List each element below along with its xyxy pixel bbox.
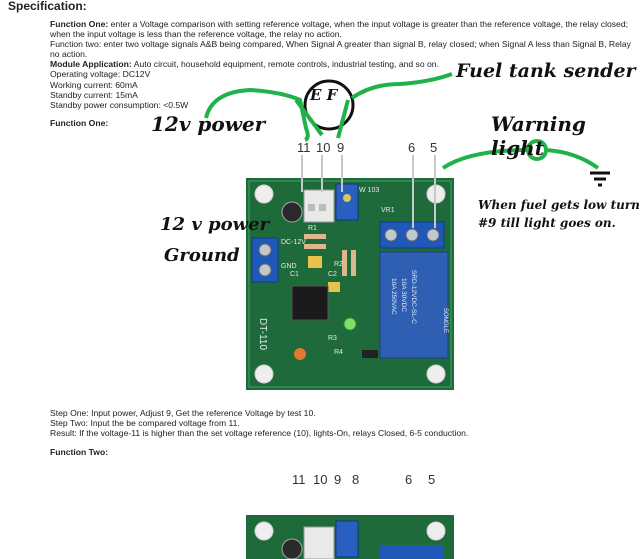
pin-6-label: 6 bbox=[408, 140, 416, 155]
warning-light-label: Warning light bbox=[491, 112, 586, 160]
trimmer-screw-icon bbox=[343, 194, 351, 202]
relay-text-2: 10A 30VDC bbox=[400, 278, 407, 312]
step-result: Result: If the voltage-11 is higher than… bbox=[50, 428, 469, 439]
connector-pin bbox=[308, 204, 315, 211]
spec-line: Function One: enter a Voltage comparison… bbox=[50, 19, 629, 29]
capacitor-icon bbox=[281, 201, 303, 223]
pin-11-label: 11 bbox=[297, 140, 311, 155]
mount-hole-icon bbox=[254, 521, 274, 541]
capacitor-icon bbox=[294, 348, 306, 360]
silk-r3: R3 bbox=[328, 335, 337, 342]
function-two-heading: Function Two: bbox=[50, 447, 109, 457]
spec-line: Function two: enter two voltage signals … bbox=[50, 39, 631, 50]
terminal-screw-icon bbox=[384, 228, 398, 242]
resistor-icon bbox=[342, 250, 347, 276]
spec-paragraph: Function One: enter a Voltage comparison… bbox=[50, 19, 635, 110]
sender-wire-9 bbox=[336, 99, 350, 139]
spec-line: Standby power consumption: <0.5W bbox=[50, 99, 189, 110]
board-model: DT-110 bbox=[257, 318, 268, 350]
pin-10-label: 10 bbox=[316, 140, 331, 155]
trimmer-pot bbox=[335, 520, 359, 558]
silk-r4: R4 bbox=[334, 349, 343, 356]
terminal-screw-icon bbox=[258, 263, 272, 277]
silk-c1: C1 bbox=[290, 271, 299, 278]
terminal-screw-icon bbox=[258, 243, 272, 257]
resistor-icon bbox=[304, 234, 326, 239]
ground-label: Ground bbox=[164, 245, 240, 266]
relay bbox=[379, 251, 449, 359]
led-icon bbox=[343, 317, 357, 331]
fuel-tank-sender-label: Fuel tank sender bbox=[456, 60, 636, 82]
relay-text-3: SRD-12VDC-SL-C bbox=[410, 270, 417, 324]
spec-line: Standby current: 15mA bbox=[50, 89, 138, 100]
light-wire bbox=[441, 148, 529, 170]
spec-line: Working current: 60mA bbox=[50, 79, 138, 90]
capacitor-icon bbox=[328, 282, 340, 292]
relay-board-2 bbox=[246, 515, 454, 559]
pin-10-label-b: 10 bbox=[313, 472, 328, 487]
function-one-heading: Function One: bbox=[50, 118, 109, 128]
pin-9-label-b: 9 bbox=[334, 472, 342, 487]
pin-6-label-b: 6 bbox=[405, 472, 413, 487]
power-wire bbox=[204, 87, 310, 142]
mount-hole-icon bbox=[426, 521, 446, 541]
ground-wire bbox=[545, 148, 600, 170]
connector-pin bbox=[319, 204, 326, 211]
ic-chip bbox=[291, 285, 329, 321]
spec-line: when the input voltage is less than the … bbox=[50, 29, 342, 40]
mount-hole-icon bbox=[254, 184, 274, 204]
steps-block: Step One: Input power, Adjust 9, Get the… bbox=[50, 408, 635, 438]
power-12v-label: 12v power bbox=[151, 112, 266, 136]
silk-r1: R1 bbox=[308, 225, 317, 232]
specification-heading: Specification: bbox=[8, 0, 87, 13]
terminal-screw-icon bbox=[405, 228, 419, 242]
note-line-2: #9 till light goes on. bbox=[478, 216, 616, 230]
fuel-sender-symbol bbox=[303, 79, 355, 131]
pin-9-label: 9 bbox=[337, 140, 345, 155]
step-one: Step One: Input power, Adjust 9, Get the… bbox=[50, 408, 316, 418]
input-connector bbox=[303, 526, 335, 559]
resistor-icon bbox=[351, 250, 356, 276]
spec-line: Operating voltage: DC12V bbox=[50, 69, 151, 80]
capacitor-icon bbox=[308, 256, 322, 268]
output-terminal bbox=[380, 545, 444, 559]
capacitor-icon bbox=[281, 538, 303, 559]
pin-5-label-b: 5 bbox=[428, 472, 436, 487]
power-12v-board-label: 12 v power bbox=[160, 214, 270, 235]
silk-r2: R2 bbox=[334, 261, 343, 268]
step-two: Step Two: Input the be compared voltage … bbox=[50, 418, 240, 429]
pin-11-label-b: 11 bbox=[292, 472, 306, 487]
pin-5-label: 5 bbox=[430, 140, 438, 155]
sender-wire-e bbox=[294, 98, 324, 137]
relay-text-1: 10A 250VAC bbox=[390, 278, 397, 315]
terminal-screw-icon bbox=[426, 228, 440, 242]
silk-c2: C2 bbox=[328, 271, 337, 278]
silk-gnd: GND bbox=[281, 263, 297, 270]
pin-8-label-b: 8 bbox=[352, 472, 360, 487]
silk-dc12v: DC-12V bbox=[281, 239, 306, 246]
relay-brand: SONGLE bbox=[442, 308, 448, 333]
sender-letters: E F bbox=[309, 86, 339, 104]
spec-line: no action. bbox=[50, 49, 88, 60]
note-line-1: When fuel gets low turn bbox=[478, 198, 640, 212]
trimmer-code: W 103 bbox=[359, 187, 379, 194]
pcb-edge bbox=[248, 180, 452, 388]
pot-label: VR1 bbox=[381, 207, 395, 214]
resistor-icon bbox=[304, 244, 326, 249]
mount-hole-icon bbox=[426, 364, 446, 384]
diode-icon bbox=[362, 350, 378, 358]
mount-hole-icon bbox=[254, 364, 274, 384]
sender-wire-f bbox=[350, 72, 453, 100]
spec-line: Module Application: Auto circuit, househ… bbox=[50, 59, 439, 70]
